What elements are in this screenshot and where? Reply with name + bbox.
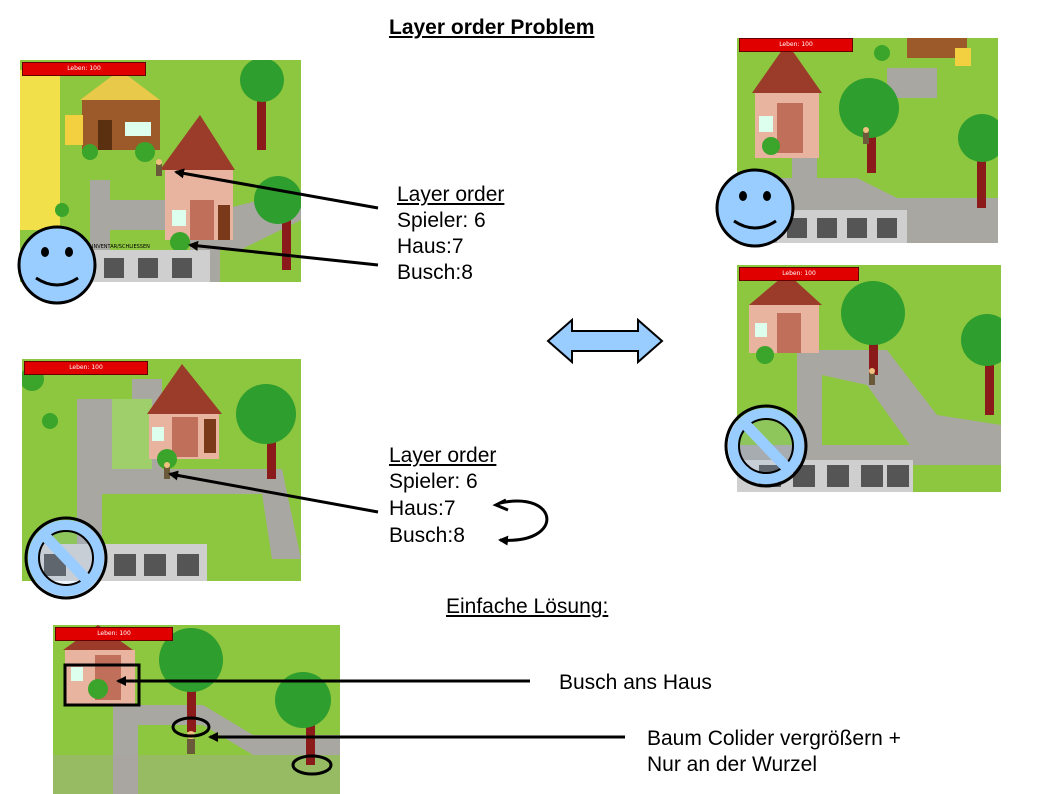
layer-order-spieler-mid: Spieler: 6 <box>389 470 478 493</box>
solution-item-tree-line2: Nur an der Wurzel <box>647 753 818 776</box>
swap-curve-arrow <box>498 499 549 546</box>
layer-order-busch-mid: Busch:8 <box>389 524 465 547</box>
health-bar-label: Leben: 100 <box>69 364 103 371</box>
layer-order-haus-mid: Haus:7 <box>389 497 456 520</box>
solution-heading: Einfache Lösung: <box>446 595 609 618</box>
health-bar-label: Leben: 100 <box>779 41 813 48</box>
health-bar: Leben: 100 <box>739 38 853 52</box>
layer-order-haus-top: Haus:7 <box>397 235 464 258</box>
game-screenshot-mid-right: Leben: 100 <box>737 265 1001 492</box>
health-bar-label: Leben: 100 <box>97 630 131 637</box>
health-bar: Leben: 100 <box>55 627 173 641</box>
layer-order-spieler-top: Spieler: 6 <box>397 209 486 232</box>
hotbar-label: INVENTAR/SCHLIESSEN <box>92 244 150 250</box>
game-screenshot-mid-left: Leben: 100 <box>22 359 301 581</box>
game-screenshot-bottom: Leben: 100 <box>53 625 340 794</box>
double-arrow-icon <box>546 317 664 365</box>
page-title: Layer order Problem <box>389 16 595 39</box>
layer-order-heading-mid: Layer order <box>389 444 497 467</box>
solution-item-tree-line1: Baum Colider vergrößern + <box>647 727 901 750</box>
game-screenshot-top-right: Leben: 100 <box>737 38 998 243</box>
health-bar: Leben: 100 <box>24 361 148 375</box>
health-bar-label: Leben: 100 <box>782 270 816 277</box>
health-bar: Leben: 100 <box>739 267 859 281</box>
solution-item-bush: Busch ans Haus <box>559 671 712 694</box>
game-screenshot-top-left: Leben: 100 <box>20 60 301 282</box>
layer-order-busch-top: Busch:8 <box>397 261 473 284</box>
layer-order-heading-top: Layer order <box>397 183 505 206</box>
health-bar: Leben: 100 <box>22 62 146 76</box>
health-bar-label: Leben: 100 <box>67 65 101 72</box>
